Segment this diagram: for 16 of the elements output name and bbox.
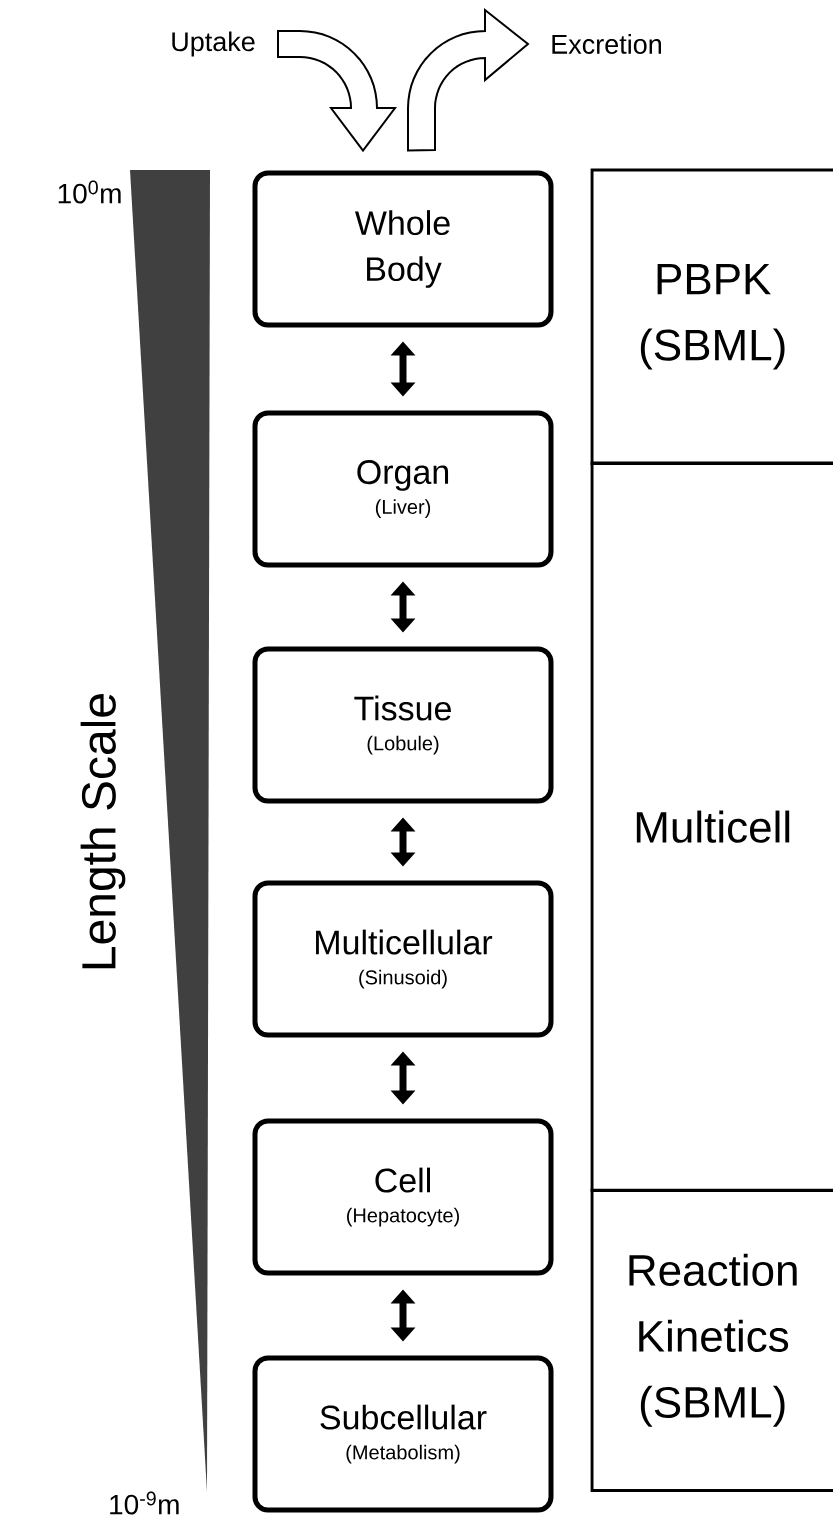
scale-box: Whole Body	[252, 170, 554, 328]
flow-label: Excretion	[552, 34, 661, 54]
model-band: PBPK (SBML)	[590, 168, 833, 465]
block-arrow	[277, 30, 397, 153]
scale-box: Multicellular (Sinusoid)	[252, 880, 554, 1038]
axis-title: Length Scale	[80, 694, 126, 969]
scale-label: 10$^{0}$m	[58, 180, 121, 204]
scale-box: Organ (Liver)	[252, 410, 554, 568]
scale-box: Tissue (Lobule)	[252, 646, 554, 804]
block-arrow	[407, 7, 530, 152]
flow-label: Uptake	[172, 31, 255, 57]
scale-box: Subcellular (Metabolism)	[252, 1355, 554, 1513]
model-band: Multicell	[590, 461, 833, 1192]
model-band: Reaction Kinetics (SBML)	[590, 1188, 833, 1492]
scale-label: 10$^{-9}$m	[110, 1491, 179, 1515]
scale-box: Cell (Hepatocyte)	[252, 1118, 554, 1276]
